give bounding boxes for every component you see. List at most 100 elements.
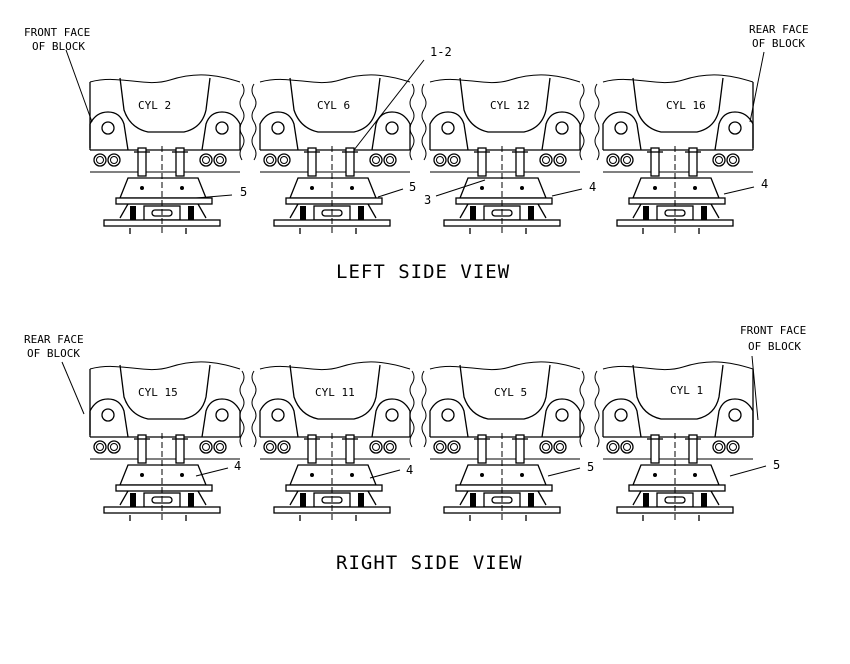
bolt-hole: [369, 153, 383, 167]
bolt-hole: [277, 440, 291, 454]
mount-stud: [650, 147, 660, 177]
callout-number: 5: [587, 460, 594, 474]
lug-hole: [614, 121, 628, 135]
bolt-hole-inner: [609, 156, 617, 164]
lug-hole: [441, 121, 455, 135]
bracket-bolt: [310, 186, 314, 190]
cylinder-label: CYL 16: [666, 99, 706, 112]
mount-panel: [251, 74, 415, 236]
bolt-hole-inner: [372, 156, 380, 164]
rear-face-label-line2: OF BLOCK: [27, 347, 80, 360]
bracket-bolt: [520, 473, 524, 477]
mount-bracket: [459, 177, 547, 199]
block-break-line: [409, 83, 415, 161]
bolt-hole: [199, 153, 213, 167]
bolt-hole-inner: [110, 156, 118, 164]
view-left-labels: FRONT FACE OF BLOCK REAR FACE OF BLOCK C…: [24, 23, 809, 283]
mounting-lug: [371, 111, 411, 151]
bolt-hole-inner: [436, 156, 444, 164]
view-right-labels: REAR FACE OF BLOCK FRONT FACE OF BLOCK C…: [24, 324, 806, 574]
bolt-hole: [433, 440, 447, 454]
isolator-pad: [628, 484, 726, 492]
cylinder-bore-outline: [632, 364, 724, 420]
mount-bracket: [289, 464, 377, 486]
lug-hole: [101, 408, 115, 422]
bolt-hole: [539, 153, 553, 167]
block-break-line: [594, 370, 600, 448]
mount-panel: [594, 361, 754, 523]
bolt-hole: [263, 153, 277, 167]
mounting-lug: [429, 398, 469, 438]
front-face-label-line1: FRONT FACE: [740, 324, 806, 337]
callout-number: 4: [761, 177, 768, 191]
lower-bolt: [643, 493, 649, 507]
block-break-line: [239, 83, 245, 161]
mounting-lug: [259, 398, 299, 438]
bolt-hole-inner: [623, 443, 631, 451]
bolt-hole-inner: [216, 156, 224, 164]
bolt-hole: [553, 153, 567, 167]
bolt-hole-inner: [280, 443, 288, 451]
block-break-line: [579, 83, 585, 161]
lug-hole: [215, 121, 229, 135]
mount-stud: [515, 434, 525, 464]
mounting-lug: [714, 111, 754, 151]
bracket-bolt: [180, 473, 184, 477]
mount-stud: [688, 434, 698, 464]
block-break-line: [429, 74, 581, 84]
callout-leader-line: [195, 194, 233, 199]
block-break-line: [594, 83, 600, 161]
lower-bolt: [701, 493, 707, 507]
mount-stud: [688, 147, 698, 177]
isolator-pad: [115, 197, 213, 205]
mounting-lug: [602, 111, 642, 151]
cylinder-bore-outline: [119, 364, 211, 420]
mount-stud: [650, 434, 660, 464]
lower-bolt: [643, 206, 649, 220]
block-break-line: [602, 74, 754, 84]
cylinder-bore-outline: [289, 364, 381, 420]
bolt-hole: [553, 440, 567, 454]
bolt-hole-inner: [729, 156, 737, 164]
callout-leader-line: [65, 49, 93, 123]
bolt-hole: [93, 440, 107, 454]
bolt-hole: [620, 153, 634, 167]
mount-panel: [421, 74, 585, 236]
callout-leader-line: [435, 179, 486, 197]
cylinder-bore-outline: [459, 364, 551, 420]
mount-panel: [89, 361, 245, 523]
bolt-hole: [726, 440, 740, 454]
bracket-bolt: [653, 186, 657, 190]
mounting-lug: [259, 111, 299, 151]
mounting-lug: [371, 398, 411, 438]
lower-bolt: [358, 206, 364, 220]
bolt-hole: [620, 440, 634, 454]
mount-stud: [307, 434, 317, 464]
bracket-bolt: [693, 186, 697, 190]
callout-leader-line: [369, 469, 401, 479]
lower-bolt: [130, 493, 136, 507]
mount-bracket: [632, 177, 720, 199]
callout-leader-line: [353, 59, 425, 151]
block-break-line: [259, 74, 411, 84]
lug-hole: [215, 408, 229, 422]
lug-hole: [385, 121, 399, 135]
mount-stud: [345, 147, 355, 177]
lug-hole: [728, 408, 742, 422]
bracket-bolt: [480, 473, 484, 477]
bolt-hole: [93, 153, 107, 167]
bracket-bolt: [310, 473, 314, 477]
mount-stud: [137, 434, 147, 464]
mount-stud: [307, 147, 317, 177]
bracket-bolt: [693, 473, 697, 477]
lug-hole: [271, 408, 285, 422]
lug-hole: [271, 121, 285, 135]
mount-panel: [421, 361, 585, 523]
mount-bracket: [289, 177, 377, 199]
mount-leg: [632, 203, 720, 219]
bolt-hole-inner: [386, 443, 394, 451]
bolt-hole: [383, 153, 397, 167]
bolt-hole-inner: [729, 443, 737, 451]
mount-leg: [289, 490, 377, 506]
block-break-line: [421, 370, 427, 448]
